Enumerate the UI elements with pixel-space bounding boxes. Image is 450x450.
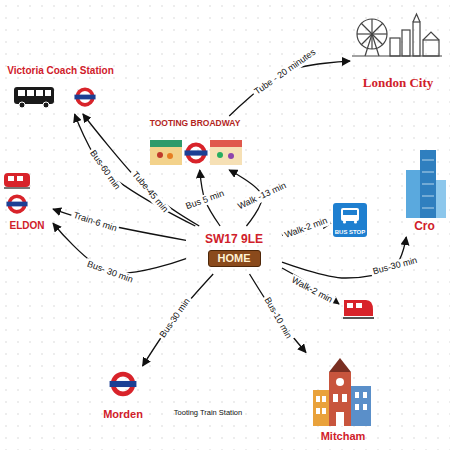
place-box: Victoria Coach Station: [3, 64, 118, 112]
bus-stop-box: BUS STOP: [333, 203, 368, 237]
place-name: London City: [363, 76, 433, 91]
place-name: ELDON: [10, 220, 45, 232]
place-name: SW17 9LE: [205, 233, 263, 247]
place-box: Morden: [95, 368, 151, 422]
train-icon: [343, 300, 374, 319]
bus-icon: [14, 87, 54, 108]
place-box: TOOTING BROADWAY: [145, 118, 245, 168]
route-arrow: [75, 114, 196, 226]
tube-roundel: [74, 89, 95, 105]
route-label: Walk -13 min: [234, 179, 289, 213]
towers-icon: [406, 150, 446, 218]
skyline-icon: [352, 14, 442, 56]
route-label: Bus-60 min: [86, 147, 123, 194]
route-label: Walk-2 min: [288, 274, 336, 306]
bus-stop-sign: [333, 203, 367, 237]
town-icon: [313, 358, 371, 426]
tube-roundel: [6, 196, 27, 212]
route-label: Bus-30 min: [156, 295, 193, 342]
place-box: Cro: [402, 145, 447, 235]
place-name: Victoria Coach Station: [7, 65, 114, 77]
route-label: Bus-30 min: [370, 254, 421, 277]
home-sign-text: HOME: [208, 250, 261, 267]
route-label: Walk-2 min: [281, 215, 330, 242]
train-icon: [4, 173, 30, 189]
tube-roundel: [110, 374, 137, 394]
place-name: Mitcham: [321, 430, 366, 443]
place-box: London City: [352, 14, 444, 92]
tube-roundel: [185, 145, 208, 162]
route-label: Tube - 20 minutes: [251, 46, 320, 99]
route-label: Train-6 min: [70, 209, 120, 234]
place-name: Cro: [414, 220, 435, 234]
place-box: ELDON: [3, 170, 51, 232]
home-marker: SW17 9LE HOME: [188, 228, 280, 272]
place-name: BUS STOP: [335, 229, 366, 236]
route-label: Bus-10 min: [261, 294, 295, 342]
market-stalls-icon: [150, 140, 242, 165]
route-arrow: [143, 274, 214, 366]
route-arrow: [53, 223, 186, 273]
place-box: Mitcham: [308, 352, 378, 444]
route-label: Bus 5 min: [182, 187, 227, 212]
route-label: Tube-45 min: [128, 168, 171, 216]
place-name: TOOTING BROADWAY: [150, 119, 241, 129]
route-arrow: [83, 114, 199, 226]
place-name: Morden: [103, 408, 143, 421]
station-note: Tooting Train Station: [172, 408, 244, 417]
route-label: Bus- 30 min: [84, 258, 137, 286]
